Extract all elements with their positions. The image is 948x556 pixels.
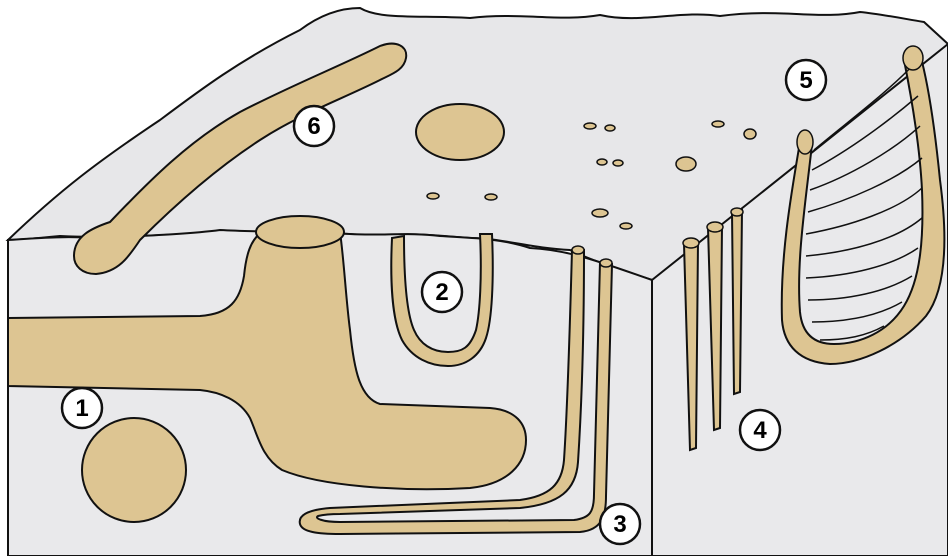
burrow-4-opening-c <box>731 208 743 216</box>
burrow-5-opening-right <box>903 46 923 70</box>
label-2: 2 <box>422 272 462 312</box>
burrow-4-opening-a <box>683 238 699 248</box>
burrow-3-opening-a <box>572 246 584 254</box>
surface-pit <box>676 157 696 171</box>
surface-pit-large <box>416 104 504 160</box>
svg-text:6: 6 <box>307 113 320 140</box>
svg-text:3: 3 <box>613 511 626 538</box>
svg-text:5: 5 <box>799 67 812 94</box>
surface-pit <box>744 129 756 139</box>
label-5: 5 <box>786 60 826 100</box>
burrow-4-tube-c <box>732 210 742 394</box>
burrow-2-right-opening <box>485 194 497 200</box>
burrow-3-opening-b <box>600 259 612 267</box>
surface-pit <box>620 223 632 229</box>
svg-text:4: 4 <box>753 417 767 444</box>
label-6: 6 <box>294 106 334 146</box>
surface-pit <box>613 160 623 166</box>
burrow-2-left-opening <box>427 193 439 199</box>
surface-pit <box>597 159 607 165</box>
svg-text:2: 2 <box>435 279 448 306</box>
surface-pit <box>712 121 724 127</box>
svg-text:1: 1 <box>75 395 88 422</box>
burrow-4-opening-b <box>707 222 723 232</box>
surface-pit <box>592 209 608 217</box>
label-1: 1 <box>62 388 102 428</box>
label-4: 4 <box>740 410 780 450</box>
surface-pit <box>605 125 615 131</box>
label-3: 3 <box>600 504 640 544</box>
surface-pit <box>584 123 596 129</box>
burrow-1-surface-opening <box>256 216 344 248</box>
burrow-5-opening-left <box>797 130 813 154</box>
burrow-1-cross-section <box>82 418 186 522</box>
